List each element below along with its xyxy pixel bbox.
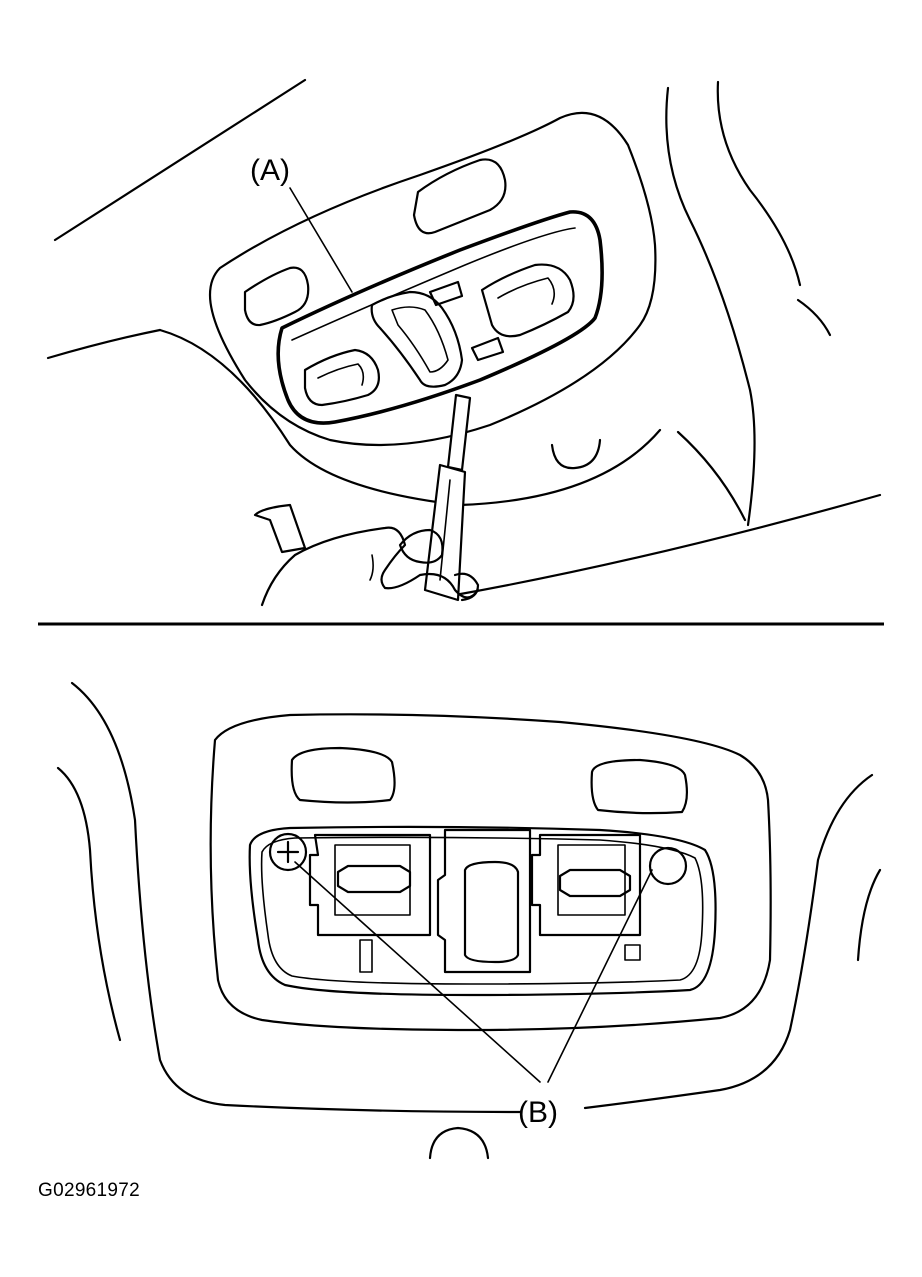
headliner-edge-left (46, 328, 162, 360)
center-switch-inner (391, 306, 449, 373)
lamp-socket-left (334, 844, 411, 916)
screw-left-cross-icon (276, 840, 300, 864)
lamp-unit-right (530, 833, 642, 961)
lamp-switch-left (303, 348, 380, 407)
headliner-left-outer (70, 681, 522, 1114)
headliner-lower-contour (158, 328, 662, 507)
headliner-right-inner (856, 868, 882, 962)
lamp-switch-right (480, 263, 575, 338)
opening-left (290, 746, 396, 804)
small-button-upper (428, 280, 464, 307)
console-housing (209, 713, 772, 1032)
screw-left (268, 832, 308, 872)
headliner-left-inner (56, 766, 122, 1042)
lamp-socket-right (557, 844, 626, 916)
map-lamp-knob (550, 438, 602, 470)
trim-tab (253, 503, 307, 554)
hand-outline (260, 526, 480, 607)
hand-finger-tip (453, 572, 480, 602)
bottom-illustration-console-opened: (B) (56, 681, 882, 1160)
headliner-curve-right-2 (716, 80, 802, 287)
screwdriver-grip-line (439, 479, 451, 581)
lamp-switch-right-inner (497, 277, 556, 305)
hand (253, 503, 480, 607)
callout-b-leader-right (547, 869, 653, 1083)
console-lens-outline (276, 210, 604, 425)
screw-right-head (648, 846, 688, 886)
headliner-lower-edge (453, 493, 882, 597)
lamp-bracket-right (530, 833, 642, 937)
headliner-right-outer (583, 773, 874, 1110)
ceiling-line (676, 430, 747, 522)
center-housing-outer (436, 828, 532, 974)
console-lens-inner (291, 227, 576, 341)
lamp-cavity-inner (260, 836, 704, 985)
callout-b-label: (B) (518, 1096, 558, 1129)
screw-right (648, 846, 688, 886)
upper-opening-left (243, 266, 310, 327)
hand-thumb (398, 528, 444, 564)
upper-opening-right (412, 158, 507, 235)
hand-knuckle (369, 554, 374, 581)
headliner-curve-right-3 (796, 298, 832, 337)
lamp-tab-left (359, 939, 373, 973)
screwdriver (423, 393, 472, 602)
center-switch (370, 290, 464, 388)
opening-right (590, 758, 689, 815)
screw-left-head (268, 832, 308, 872)
lamp-tab-right (624, 944, 641, 961)
lamp-bracket-left (308, 833, 432, 937)
small-button-lower (470, 336, 505, 362)
bulb-left (336, 864, 412, 894)
bulb-right (558, 868, 632, 898)
top-illustration-console-removal: (A) (46, 78, 882, 607)
lamp-unit-left (308, 833, 432, 973)
figure-code: G02961972 (38, 1180, 141, 1201)
callout-a-label: (A) (250, 154, 290, 187)
headliner-curve-right-1 (665, 86, 756, 527)
lamp-switch-left-inner (317, 363, 365, 386)
console-housing-outer (208, 111, 657, 447)
lamp-cavity-outer (248, 825, 717, 997)
headliner-edge-top (53, 78, 307, 242)
center-housing-window (463, 860, 520, 964)
callout-a-leader (289, 187, 353, 293)
screwdriver-shaft (446, 393, 472, 472)
callout-b-leader-left (294, 861, 541, 1083)
center-switch-housing (436, 828, 532, 974)
dome-knob-bottom (428, 1126, 490, 1160)
